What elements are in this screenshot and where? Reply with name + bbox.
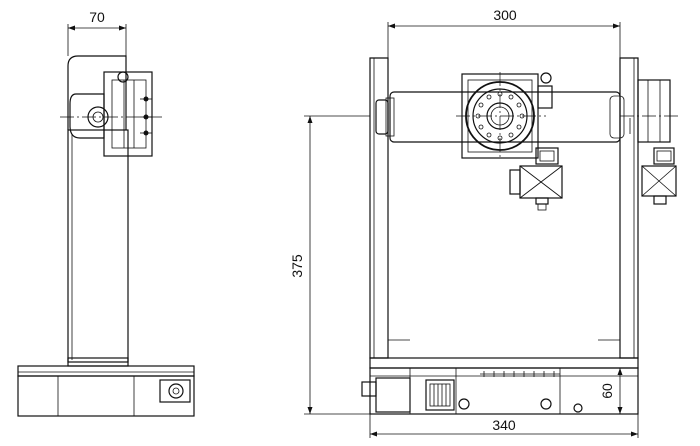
front-width-dimension: 300 xyxy=(493,7,517,23)
height-dimension: 375 xyxy=(289,254,305,278)
base-width-dimension: 340 xyxy=(492,417,516,433)
side-view: 70 xyxy=(17,9,195,417)
base-scale xyxy=(480,371,560,377)
bolt-circle xyxy=(475,91,525,141)
side-width-dimension: 70 xyxy=(89,9,105,25)
front-view: 300 375 60 340 xyxy=(289,7,680,438)
base-height-dimension: 60 xyxy=(599,383,615,399)
